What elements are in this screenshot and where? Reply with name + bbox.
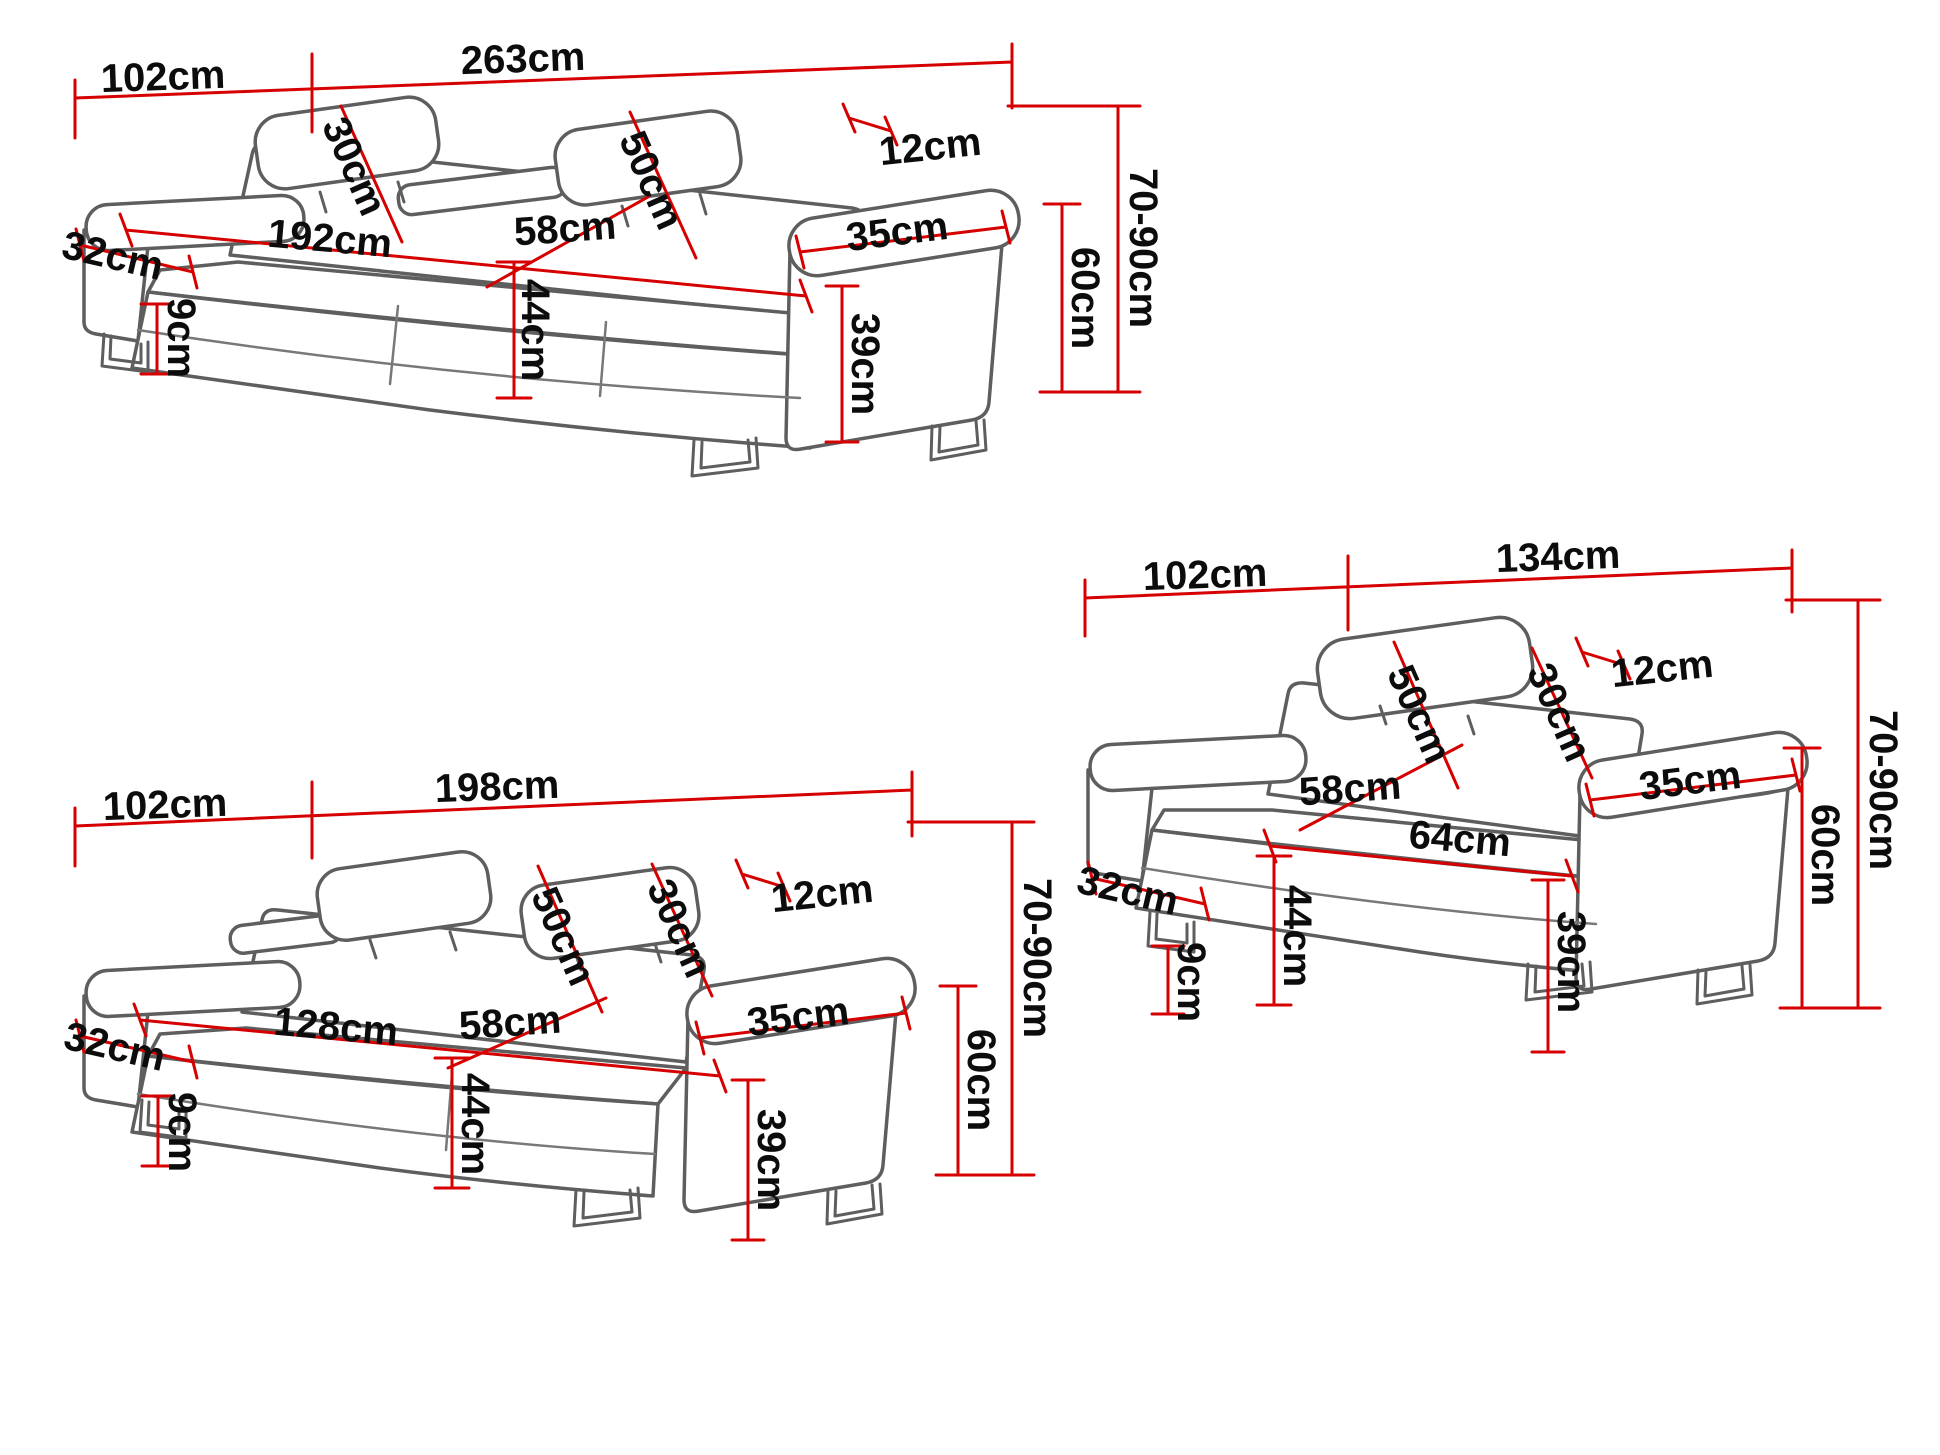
armchair-seat-height-label: 44cm xyxy=(1275,885,1319,987)
sofa2-seat-height-label: 44cm xyxy=(453,1073,497,1175)
sofa3-leg-height-dim-line xyxy=(139,302,175,376)
armchair-backrest-height-dim-line xyxy=(1392,640,1460,790)
armchair-drawing xyxy=(1086,615,1809,1006)
armchair-seat-height-dim-line xyxy=(1255,854,1293,1007)
sofa2-headrest-thickness-label: 12cm xyxy=(769,867,875,921)
armchair-back-panel xyxy=(1266,681,1644,844)
armchair-body-height-label: 60cm xyxy=(1803,804,1847,906)
sofa3-total-height-label: 70-90cm xyxy=(1121,168,1165,328)
sofa2-headrest-stems xyxy=(368,930,663,972)
sofa3-armrest-front-width-dim-line xyxy=(74,227,199,290)
sofa3-front-left-leg xyxy=(100,332,150,374)
sofa2-right-headrest xyxy=(519,865,701,961)
sofa3-left-armrest-pad xyxy=(84,193,306,253)
sofa2-backrest-height-dim-line xyxy=(536,864,604,1014)
sofa2-headrest-thickness-dim-line xyxy=(734,858,792,903)
sofa3-headrest-thickness-dim-line xyxy=(841,102,899,147)
sofa2-body-height-label: 60cm xyxy=(959,1029,1003,1131)
sofa2-left-armrest-pad xyxy=(84,959,302,1019)
sofa2-seat-width-dim-line xyxy=(132,1002,728,1094)
sofa2-armrest-height-dim-line xyxy=(730,1078,766,1242)
sofa3-seat-width-dim-line xyxy=(118,212,814,314)
sofa3-armrest-width-dim-line xyxy=(794,209,1012,270)
armchair-depth-label: 102cm xyxy=(1142,551,1268,599)
armchair-armrest-width-dim-line xyxy=(1584,757,1802,818)
armchair-depth-width-dim-line xyxy=(1083,548,1794,638)
sofa2-leg-height-label: 9cm xyxy=(160,1092,204,1172)
armchair-headrest-thickness-label: 12cm xyxy=(1609,642,1715,696)
sofa3-front-right-leg xyxy=(690,436,760,478)
armchair-front-right-leg xyxy=(1524,960,1594,1002)
sofa3-headrest-thickness-label: 12cm xyxy=(877,120,983,174)
sofa3-leg-height-label: 9cm xyxy=(159,298,203,378)
sofa3-front-seam xyxy=(136,328,802,400)
sofa2-front-left-leg xyxy=(138,1098,188,1140)
sofa2-seat-height-dim-line xyxy=(433,1056,471,1190)
sofa2-seat-width-label: 128cm xyxy=(272,1000,400,1055)
sofa2-seat-depth-dim-line xyxy=(446,996,608,1070)
sofa2-leg-height-dim-line xyxy=(140,1094,176,1168)
two-seat-sofa-drawing xyxy=(82,849,917,1228)
armchair-seat-depth-dim-line xyxy=(1298,743,1464,832)
sofa2-side-leg xyxy=(825,1182,884,1226)
sofa3-depth-width-dim-line xyxy=(73,42,1014,140)
sofa2-armrest-width-dim-line xyxy=(694,995,912,1056)
sofa2-total-height-dim-line xyxy=(906,820,1036,1177)
sofa3-armrest-height-label: 39cm xyxy=(843,313,887,415)
sofa3-cushion-seams xyxy=(388,304,608,398)
sofa3-right-armrest-pad xyxy=(787,188,1021,278)
armchair-armrest-height-dim-line xyxy=(1530,878,1566,1054)
sofa3-seat-depth-label: 58cm xyxy=(513,203,618,254)
armchair-headrest-thickness-dim-line xyxy=(1574,636,1632,681)
sofa3-body-height-label: 60cm xyxy=(1063,247,1107,349)
sofa3-body-height-dim-line xyxy=(1042,202,1082,394)
armchair-body-height-dim-line xyxy=(1782,746,1822,1010)
sofa2-right-armrest-pad xyxy=(685,956,917,1046)
sofa3-seat-height-label: 44cm xyxy=(513,279,557,381)
sofa3-seat-height-dim-line xyxy=(495,260,533,400)
armchair-headrest-stems xyxy=(1378,704,1476,736)
armchair-total-height-label: 70-90cm xyxy=(1861,710,1905,870)
armchair-dimensions: 102cm 134cm 50cm 30cm 12cm 58cm 64cm 35c… xyxy=(1073,533,1905,1054)
sofa2-headrest-height-dim-line xyxy=(650,862,714,998)
sofa2-armrest-front-width-dim-line xyxy=(74,1018,199,1080)
sofa3-total-width-label: 263cm xyxy=(460,35,586,83)
armchair-right-armrest-pad xyxy=(1577,730,1809,820)
sofa2-total-height-label: 70-90cm xyxy=(1015,878,1059,1038)
armchair-total-height-dim-line xyxy=(1778,598,1882,1010)
sofa2-front-seam xyxy=(136,1092,657,1156)
sofa2-depth-label: 102cm xyxy=(102,781,228,829)
armchair-side-leg xyxy=(1695,963,1754,1006)
sofa3-headrest-stems xyxy=(318,180,708,228)
armchair-seat-width-label: 64cm xyxy=(1407,813,1513,866)
sofa3-depth-label: 102cm xyxy=(100,53,226,101)
armchair-headrest xyxy=(1315,615,1535,721)
sofa3-seat-width-label: 192cm xyxy=(266,212,394,267)
sofa3-backrest-height-dim-line xyxy=(628,110,698,260)
armchair-leg-height-label: 9cm xyxy=(1169,942,1213,1022)
armchair-headrest-height-dim-line xyxy=(1530,646,1594,780)
armchair-seat-depth-label: 58cm xyxy=(1298,763,1403,814)
sofa2-armrest-height-label: 39cm xyxy=(749,1109,793,1211)
sofa2-depth-width-dim-line xyxy=(73,770,914,868)
armchair-armrest-height-label: 39cm xyxy=(1549,911,1593,1013)
armchair-total-width-label: 134cm xyxy=(1495,533,1621,581)
armchair-leg-height-dim-line xyxy=(1150,944,1186,1016)
armchair-front-seam xyxy=(1140,866,1598,926)
sofa2-seat-depth-label: 58cm xyxy=(458,997,563,1048)
sofa2-total-width-label: 198cm xyxy=(434,763,560,811)
sofa2-body-height-dim-line xyxy=(938,984,978,1177)
sofa3-total-height-dim-line xyxy=(1006,104,1142,394)
sofa3-right-headrest xyxy=(553,109,743,207)
sofa2-left-headrest xyxy=(315,849,493,943)
sofa3-headrest-height-dim-line xyxy=(339,104,404,244)
armchair-armrest-front-width-dim-line xyxy=(1086,860,1211,922)
sofa2-front-right-leg xyxy=(572,1186,642,1228)
armchair-front-left-leg xyxy=(1146,910,1196,954)
armchair-left-armrest-pad xyxy=(1088,733,1308,793)
sofa3-side-leg xyxy=(929,418,988,462)
sofa3-armrest-height-dim-line xyxy=(824,284,860,444)
